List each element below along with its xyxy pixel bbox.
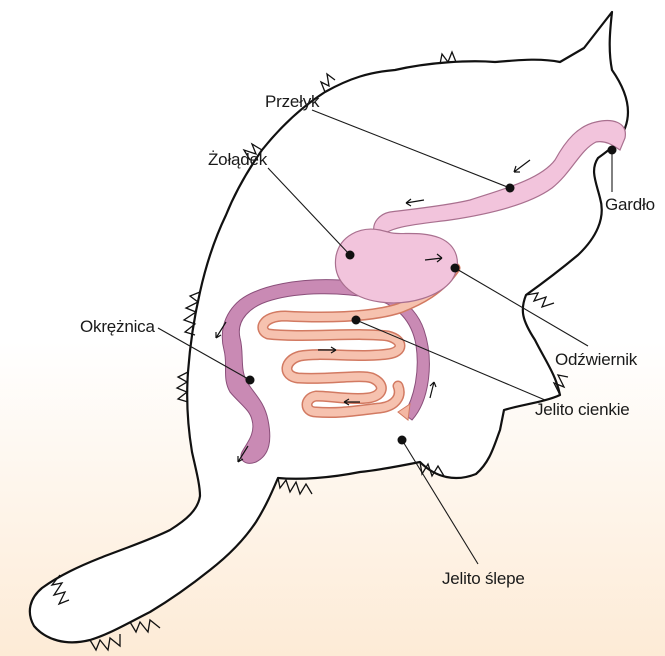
label-jelito-slepe: Jelito ślepe xyxy=(442,569,525,588)
label-okreznica: Okrężnica xyxy=(80,317,155,336)
label-przelyk: Przełyk xyxy=(265,92,320,111)
stomach-organ xyxy=(335,229,457,303)
label-zoladek: Żołądek xyxy=(208,150,268,169)
label-gardlo: Gardło xyxy=(605,195,655,214)
dot-zoladek xyxy=(346,251,355,260)
dot-jelito-cienkie xyxy=(352,316,361,325)
dot-przelyk xyxy=(506,184,515,193)
label-jelito-cienkie: Jelito cienkie xyxy=(535,400,630,419)
dot-okreznica xyxy=(246,376,255,385)
dot-odzwiernik xyxy=(451,264,460,273)
dot-jelito-slepe xyxy=(398,436,407,445)
dot-gardlo xyxy=(608,146,617,155)
label-odzwiernik: Odźwiernik xyxy=(555,350,638,369)
